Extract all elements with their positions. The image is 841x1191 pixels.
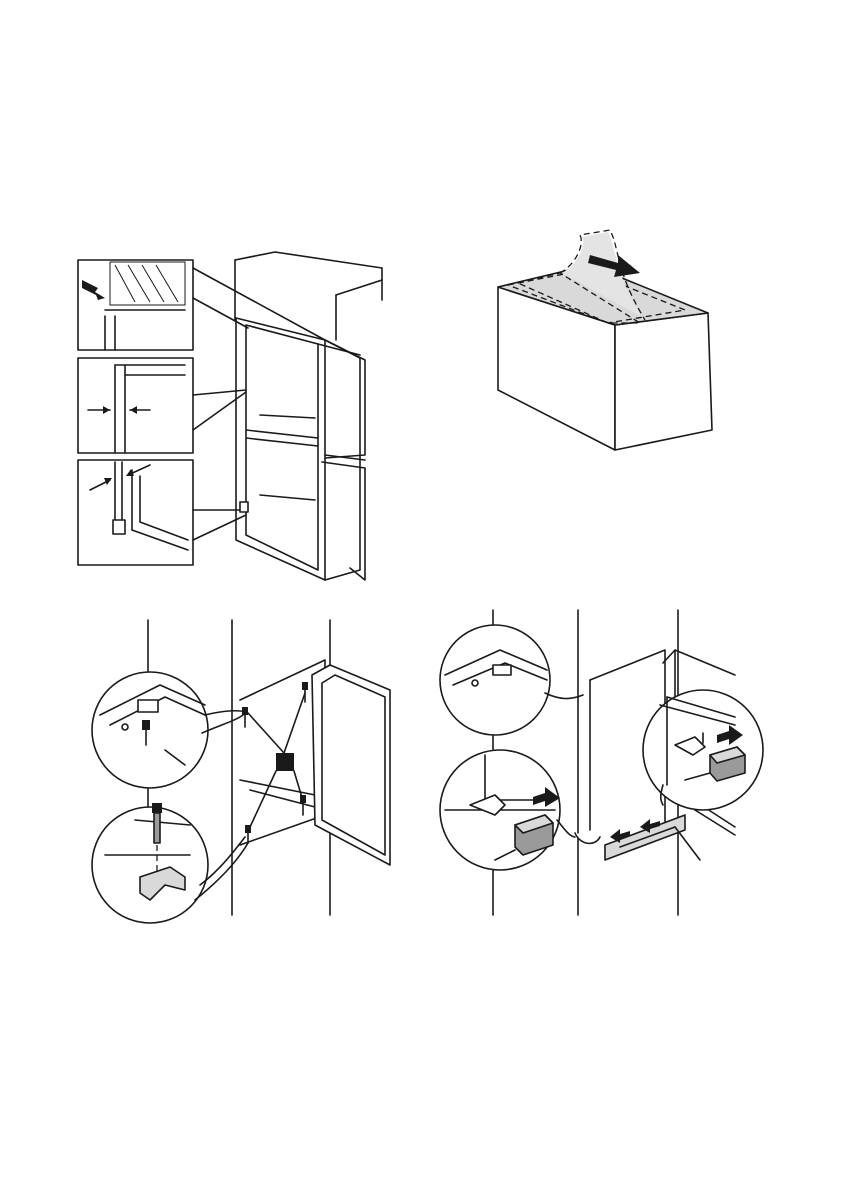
figure-2-drawing	[490, 225, 720, 460]
magnifier-top	[92, 672, 245, 788]
cabinet-outline	[235, 252, 382, 340]
figure-3-drawing	[90, 615, 400, 925]
figure-3-screw-fixing	[90, 615, 400, 925]
appliance-frame	[236, 318, 325, 580]
magnifier-right	[643, 690, 763, 810]
figure-4-drawing	[435, 605, 775, 925]
figure-1-drawing	[60, 240, 400, 600]
door-panel	[312, 665, 390, 865]
figure-4-door-bracket	[435, 605, 775, 925]
bottom-trim	[575, 815, 700, 860]
inset-top-ventilation	[78, 260, 193, 350]
figure-2-packaging	[490, 225, 720, 460]
magnifier-top-left	[440, 625, 583, 735]
inset-bottom-hinge	[78, 460, 193, 565]
magnifier-bottom-left	[440, 750, 575, 870]
magnifier-bottom	[92, 803, 248, 923]
screw-icon	[152, 803, 162, 813]
screw-icon	[302, 682, 308, 690]
screw-icon	[142, 720, 150, 730]
figure-1-door-alignment	[60, 240, 400, 600]
box-side-face	[615, 313, 712, 450]
inset-middle-gap	[78, 358, 193, 453]
marker-square-icon	[276, 753, 294, 771]
screws	[242, 682, 308, 843]
